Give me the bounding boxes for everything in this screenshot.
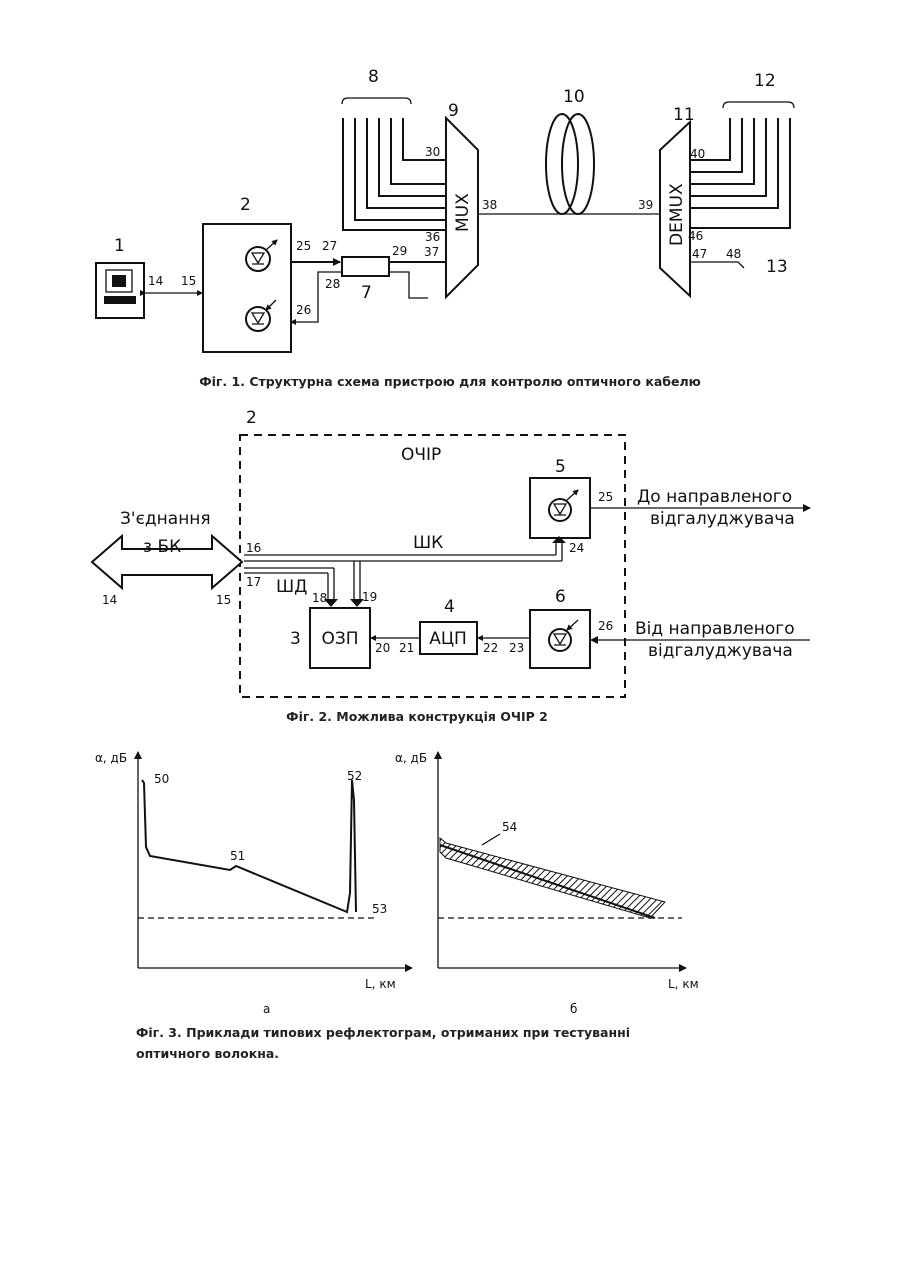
label-15: 15 bbox=[181, 274, 196, 288]
label-14: 14 bbox=[148, 274, 163, 288]
figure-1: 1 14 15 2 25 26 27 28 7 29 37 bbox=[96, 67, 794, 389]
label-19: 19 bbox=[362, 590, 377, 604]
label-11: 11 bbox=[673, 105, 695, 125]
fiber-group-8 bbox=[342, 98, 446, 230]
fig3-caption-line2: оптичного волокна. bbox=[136, 1046, 279, 1061]
label-14b: 14 bbox=[102, 593, 117, 607]
label-22: 22 bbox=[483, 641, 498, 655]
demux-label: DEMUX bbox=[667, 183, 687, 246]
label-5: 5 bbox=[555, 457, 566, 477]
fiber-group-12 bbox=[690, 102, 794, 228]
label-39: 39 bbox=[638, 198, 653, 212]
label-46: 46 bbox=[688, 229, 703, 243]
reflectogram-b bbox=[438, 752, 686, 968]
label-50: 50 bbox=[154, 772, 169, 786]
label-18: 18 bbox=[312, 591, 327, 605]
mux-label: MUX bbox=[453, 193, 473, 232]
label-52: 52 bbox=[347, 769, 362, 783]
figure-2: 2 ОЧІР 5 25 До направленого відгалуджува… bbox=[92, 408, 810, 724]
label-15b: 15 bbox=[216, 593, 231, 607]
xlabel-a: L, км bbox=[365, 977, 396, 991]
label-4: 4 bbox=[444, 597, 455, 617]
terminator-7 bbox=[389, 272, 428, 298]
line-47-48 bbox=[690, 262, 744, 268]
label-28: 28 bbox=[325, 277, 340, 291]
label-8: 8 bbox=[368, 67, 379, 87]
label-53: 53 bbox=[372, 902, 387, 916]
from-coupler-line1: Від направленого bbox=[635, 619, 795, 639]
label-25b: 25 bbox=[598, 490, 613, 504]
block-5 bbox=[530, 478, 590, 538]
label-17: 17 bbox=[246, 575, 261, 589]
sub-a: а bbox=[263, 1002, 270, 1016]
sub-b: б bbox=[570, 1002, 577, 1016]
label-29: 29 bbox=[392, 244, 407, 258]
label-3: 3 bbox=[290, 629, 301, 649]
reflectogram-a bbox=[138, 752, 412, 968]
label-20: 20 bbox=[375, 641, 390, 655]
label-51: 51 bbox=[230, 849, 245, 863]
label-48: 48 bbox=[726, 247, 741, 261]
label-6: 6 bbox=[555, 587, 566, 607]
label-30: 30 bbox=[425, 145, 440, 159]
label-12: 12 bbox=[754, 71, 776, 91]
label-54: 54 bbox=[502, 820, 517, 834]
label-26b: 26 bbox=[598, 619, 613, 633]
connection-label-line1: З'єднання bbox=[120, 509, 211, 529]
ylabel-b: α, дБ bbox=[395, 751, 427, 765]
label-13: 13 bbox=[766, 257, 788, 277]
label-9: 9 bbox=[448, 101, 459, 121]
bus-control-label: ШК bbox=[413, 533, 443, 553]
ram-label: ОЗП bbox=[321, 629, 358, 649]
label-26: 26 bbox=[296, 303, 311, 317]
connection-label-line2: з БК bbox=[143, 537, 181, 557]
fiber-coil-10 bbox=[546, 114, 594, 214]
label-16: 16 bbox=[246, 541, 261, 555]
label-38: 38 bbox=[482, 198, 497, 212]
ochir-title: ОЧІР bbox=[401, 445, 441, 465]
from-coupler-line2: відгалуджувача bbox=[648, 641, 793, 661]
label-7: 7 bbox=[361, 283, 372, 303]
label-25: 25 bbox=[296, 239, 311, 253]
label-10: 10 bbox=[563, 87, 585, 107]
label-21: 21 bbox=[399, 641, 414, 655]
label-36: 36 bbox=[425, 230, 440, 244]
label-23: 23 bbox=[509, 641, 524, 655]
xlabel-b: L, км bbox=[668, 977, 699, 991]
ylabel-a: α, дБ bbox=[95, 751, 127, 765]
label-47: 47 bbox=[692, 247, 707, 261]
fig3-caption-line1: Фіг. 3. Приклади типових рефлектограм, о… bbox=[136, 1025, 630, 1040]
bus-data-label: ШД bbox=[276, 577, 307, 597]
label-24: 24 bbox=[569, 541, 584, 555]
figure-3: α, дБ L, км 50 51 52 53 а α, дБ L, км 54… bbox=[95, 751, 699, 1061]
coupler-7 bbox=[342, 257, 389, 276]
block-2 bbox=[203, 224, 291, 352]
block-6 bbox=[530, 610, 590, 668]
label-1: 1 bbox=[114, 236, 125, 256]
label-2b: 2 bbox=[246, 408, 257, 428]
computer-icon bbox=[96, 263, 144, 318]
label-40: 40 bbox=[690, 147, 705, 161]
fig1-caption: Фіг. 1. Структурна схема пристрою для ко… bbox=[199, 374, 701, 389]
to-coupler-line2: відгалуджувача bbox=[650, 509, 795, 529]
to-coupler-line1: До направленого bbox=[637, 487, 792, 507]
fig2-caption: Фіг. 2. Можлива конструкція ОЧІР 2 bbox=[286, 709, 548, 724]
adc-label: АЦП bbox=[429, 629, 467, 649]
label-37: 37 bbox=[424, 245, 439, 259]
label-27: 27 bbox=[322, 239, 337, 253]
label-2: 2 bbox=[240, 195, 251, 215]
